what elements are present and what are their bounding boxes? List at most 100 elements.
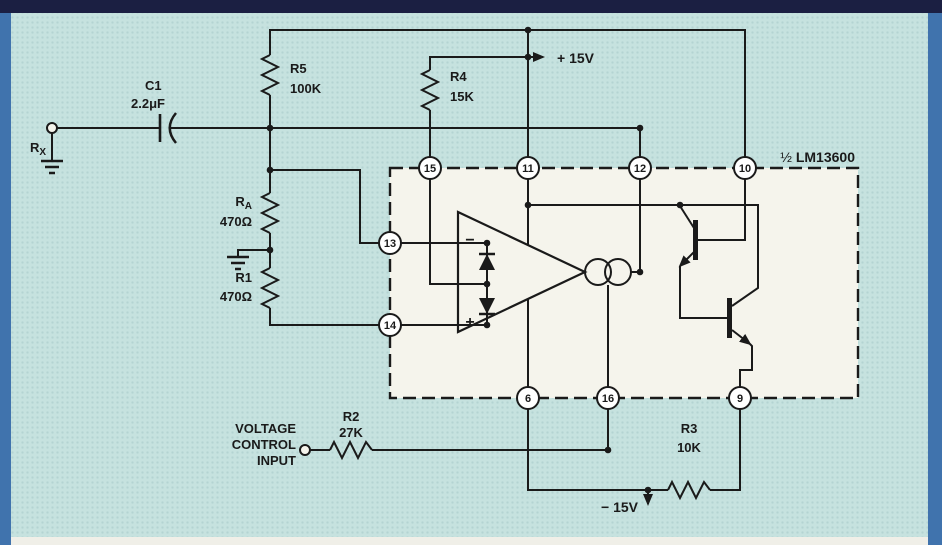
r1-ref: R1 xyxy=(235,270,252,285)
junction-dot xyxy=(636,268,644,276)
wire-plus15-arrow xyxy=(429,52,545,70)
wire-pin6-to-rail xyxy=(527,409,668,491)
pin-9: 9 xyxy=(728,386,752,410)
junction-dot xyxy=(644,486,652,494)
resistor-r3: R3 10K xyxy=(667,421,711,501)
r4-ref: R4 xyxy=(450,69,467,84)
wire-r3-to-pin9 xyxy=(710,409,741,491)
junction-dot xyxy=(524,53,532,61)
r4-zigzag xyxy=(419,69,441,111)
resistor-r5: R5 100K xyxy=(259,54,322,96)
pin-6: 6 xyxy=(516,386,540,410)
r2-ref: R2 xyxy=(343,409,360,424)
pin-14-circle xyxy=(378,313,402,337)
ic-pins: 15 11 12 10 13 14 6 16 xyxy=(378,156,757,410)
wire-pin10-internal xyxy=(698,179,746,241)
mirror-circle-left xyxy=(584,258,612,286)
pin-6-number: 6 xyxy=(525,393,531,405)
frame-right-bar xyxy=(928,13,942,545)
q1-emitter xyxy=(678,251,695,268)
pin-15-circle xyxy=(418,156,442,180)
resistor-r4: R4 15K xyxy=(419,69,474,157)
junction-dot xyxy=(604,446,612,454)
ra-value: 470Ω xyxy=(220,214,252,229)
junction-dot xyxy=(483,239,491,247)
opamp-plus-sign: + xyxy=(465,314,474,331)
junction-dot xyxy=(676,201,684,209)
junction-dot xyxy=(524,201,532,209)
pin-12-circle xyxy=(628,156,652,180)
r2-zigzag xyxy=(329,439,373,461)
pin-6-circle xyxy=(516,386,540,410)
wire-vplus-internal xyxy=(528,204,759,307)
ic-dashed-box: ½ LM13600 xyxy=(388,149,860,400)
c1-ref: C1 xyxy=(145,78,162,93)
opamp-minus-sign: − xyxy=(465,232,474,249)
transistor-q2-base-bar xyxy=(727,298,732,338)
pin-13: 13 xyxy=(378,231,402,255)
pin-12: 12 xyxy=(628,156,652,180)
wire-pin15-internal xyxy=(429,179,487,285)
r2-value: 27K xyxy=(339,425,363,440)
pin-11-number: 11 xyxy=(522,163,534,175)
q1-collector xyxy=(679,205,695,229)
r1-value: 470Ω xyxy=(220,289,252,304)
wire-cap-to-pin12 xyxy=(170,127,641,157)
junction-dot xyxy=(483,280,491,288)
junction-dot xyxy=(266,246,274,254)
rx-terminal-circle xyxy=(46,122,58,134)
input-ground-symbol xyxy=(41,133,63,175)
wire-q1-emitter-to-q2-base xyxy=(679,266,728,319)
capacitor-c1: C1 2.2μF xyxy=(131,78,177,144)
pin-16-number: 16 xyxy=(602,393,614,405)
plus15-label: + 15V xyxy=(557,50,595,66)
voltage-control-terminal: VOLTAGE CONTROL INPUT xyxy=(232,421,311,468)
transistor-q1-base-bar xyxy=(693,220,698,260)
pin-10-number: 10 xyxy=(739,163,751,175)
frame-left-bar xyxy=(0,13,11,545)
pin-14: 14 xyxy=(378,313,402,337)
junction-dots xyxy=(266,26,684,494)
r5-zigzag xyxy=(259,54,281,96)
rx-label: RX xyxy=(30,140,46,158)
wire-branch-pin13 xyxy=(270,169,379,244)
r5-ref: R5 xyxy=(290,61,307,76)
opamp-triangle xyxy=(456,210,588,334)
pin-10-circle xyxy=(733,156,757,180)
junction-dot xyxy=(483,321,491,329)
r3-zigzag xyxy=(667,479,711,501)
wire-r2-to-pin16 xyxy=(372,409,609,451)
r3-value: 10K xyxy=(677,440,701,455)
resistor-r2: R2 27K xyxy=(329,409,373,461)
pin-14-number: 14 xyxy=(384,320,397,332)
ic-label: ½ LM13600 xyxy=(780,149,855,165)
ra-zigzag xyxy=(259,192,281,234)
divider-ground-symbol xyxy=(227,249,270,271)
pin-16-circle xyxy=(596,386,620,410)
diode-upper xyxy=(479,254,495,270)
r1-zigzag xyxy=(259,267,281,309)
control-label-line1: VOLTAGE xyxy=(235,421,296,436)
darlington-buffer xyxy=(528,179,759,387)
wire-top-rail xyxy=(269,29,746,157)
minus15-label: − 15V xyxy=(601,499,639,515)
r5-value: 100K xyxy=(290,81,322,96)
pin-9-circle xyxy=(728,386,752,410)
r3-ref: R3 xyxy=(681,421,698,436)
pin-13-circle xyxy=(378,231,402,255)
pin-15-number: 15 xyxy=(424,163,436,175)
resistor-ra: RA 470Ω xyxy=(220,192,281,234)
junction-dot xyxy=(636,124,644,132)
rx-input-terminal: RX xyxy=(30,122,63,175)
junction-dot xyxy=(266,124,274,132)
c1-value: 2.2μF xyxy=(131,96,165,111)
ground-wire xyxy=(237,249,270,257)
pin-15: 15 xyxy=(418,156,442,180)
pin-16: 16 xyxy=(596,386,620,410)
frame-bottom-strip xyxy=(11,537,928,545)
resistor-r1: R1 470Ω xyxy=(220,267,281,309)
pin-11: 11 xyxy=(516,156,540,180)
